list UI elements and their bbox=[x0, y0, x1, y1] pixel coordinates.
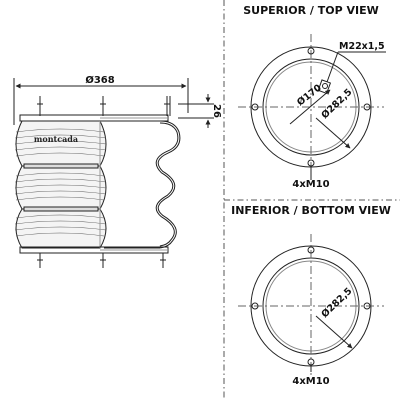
port-thread-label: M22x1,5 bbox=[339, 41, 385, 52]
top-inner-circle-secondary bbox=[265, 61, 357, 153]
bottom-studs bbox=[37, 253, 166, 268]
bolt-circle-leader bbox=[315, 117, 351, 149]
section-edges bbox=[104, 120, 160, 249]
overall-diameter-dimension: Ø368 bbox=[13, 74, 189, 125]
height-dimension: 26 bbox=[178, 94, 222, 128]
top-view: SUPERIOR / TOP VIEW bbox=[238, 4, 386, 190]
top-inner-circle bbox=[262, 58, 360, 156]
brand-label: montcada bbox=[34, 134, 78, 144]
top-view-title: SUPERIOR / TOP VIEW bbox=[243, 4, 379, 17]
top-bolt-holes bbox=[251, 47, 371, 167]
port-leader-line bbox=[326, 51, 339, 83]
bellows-wall-section bbox=[155, 120, 181, 249]
bellows-convolutions bbox=[14, 120, 107, 249]
bellows-wall-inner bbox=[156, 121, 180, 248]
overall-diameter-label: Ø368 bbox=[85, 74, 114, 86]
bottom-view: INFERIOR / BOTTOM VIEW Ø282,5 4xM10 bbox=[231, 204, 391, 387]
lower-girdle-ring bbox=[23, 206, 99, 212]
view-dividers bbox=[223, 0, 400, 400]
top-studs bbox=[37, 96, 171, 116]
top-bolt-spec-label: 4xM10 bbox=[292, 179, 329, 190]
bottom-bolt-circle-label: Ø282,5 bbox=[319, 286, 354, 320]
bottom-bolt-spec-label: 4xM10 bbox=[292, 376, 329, 387]
bottom-view-title: INFERIOR / BOTTOM VIEW bbox=[231, 204, 391, 217]
inner-diameter-leader bbox=[289, 89, 331, 125]
air-port-hole bbox=[322, 83, 328, 89]
side-view: Ø368 26 bbox=[13, 74, 222, 268]
inner-diameter-label: Ø170 bbox=[295, 82, 324, 108]
height-label: 26 bbox=[211, 104, 222, 118]
upper-girdle-ring bbox=[23, 163, 99, 169]
bottom-bolt-circle-leader bbox=[315, 315, 353, 349]
